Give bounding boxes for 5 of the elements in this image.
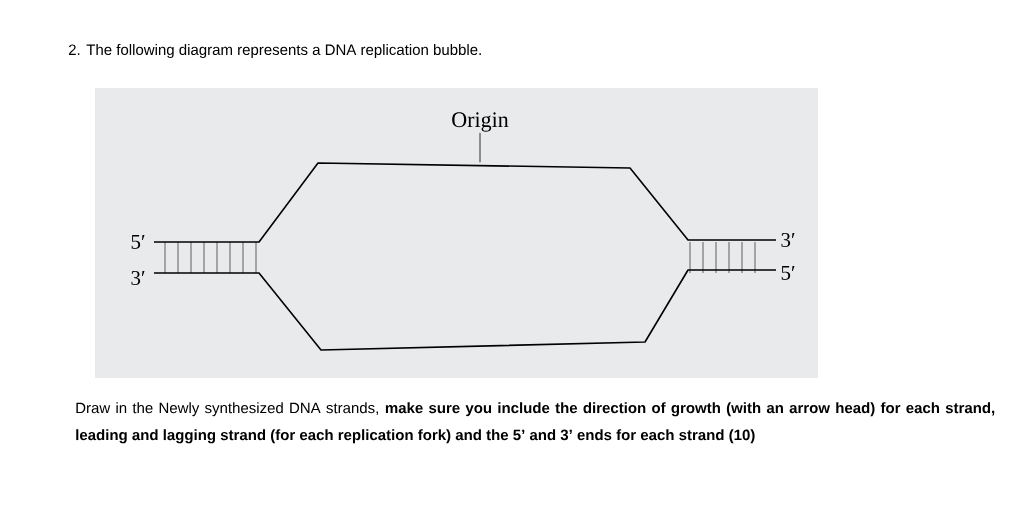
leader-line bbox=[479, 132, 481, 163]
replication-bubble-drawing bbox=[153, 162, 777, 351]
question-title: 2. The following diagram represents a DNA replication bubble. bbox=[68, 44, 481, 58]
origin-label: Origin bbox=[452, 112, 509, 132]
instruction-text: Draw in the Newly synthesized DNA strands, make sure you include the direction of growth (with an arrow head) for each strand, leading and lagging strand (for each replication fork) and the 5’ and 3’ ends for each strand (10) bbox=[76, 402, 995, 444]
